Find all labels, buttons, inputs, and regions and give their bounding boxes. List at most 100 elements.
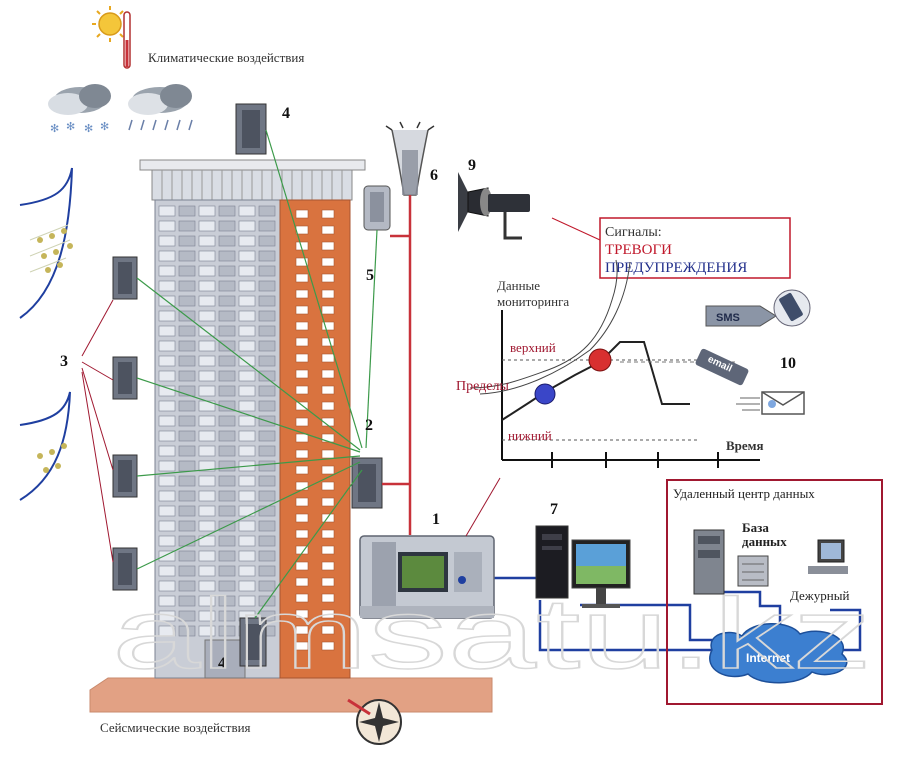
window bbox=[218, 370, 236, 382]
window bbox=[321, 593, 335, 603]
alarm-horn-9 bbox=[458, 172, 530, 240]
window bbox=[198, 565, 216, 577]
window bbox=[198, 580, 216, 592]
window bbox=[238, 340, 256, 352]
window bbox=[178, 205, 196, 217]
window bbox=[295, 369, 309, 379]
window bbox=[178, 505, 196, 517]
window bbox=[258, 475, 276, 487]
window bbox=[218, 220, 236, 232]
window bbox=[198, 295, 216, 307]
window bbox=[295, 625, 309, 635]
window bbox=[295, 417, 309, 427]
window bbox=[238, 295, 256, 307]
window bbox=[158, 370, 176, 382]
sun-thermometer-icon bbox=[92, 6, 131, 69]
window bbox=[258, 610, 276, 622]
window bbox=[295, 465, 309, 475]
window bbox=[258, 265, 276, 277]
window bbox=[295, 561, 309, 571]
window bbox=[295, 609, 309, 619]
remote-data-center-box bbox=[666, 479, 883, 705]
window bbox=[198, 415, 216, 427]
window bbox=[238, 235, 256, 247]
monitoring-label-1: Данные bbox=[497, 278, 540, 293]
window bbox=[158, 475, 176, 487]
monitoring-controller-1 bbox=[359, 535, 495, 619]
number-4-top: 4 bbox=[282, 105, 290, 122]
window bbox=[258, 325, 276, 337]
window bbox=[178, 565, 196, 577]
window bbox=[321, 625, 335, 635]
window bbox=[258, 340, 276, 352]
window bbox=[321, 337, 335, 347]
remote-center-title: Удаленный центр данных bbox=[673, 486, 815, 501]
window bbox=[238, 205, 256, 217]
number-3: 3 bbox=[60, 353, 68, 370]
window bbox=[321, 273, 335, 283]
window bbox=[321, 465, 335, 475]
database-server-icon bbox=[693, 529, 769, 595]
window bbox=[198, 550, 216, 562]
window bbox=[258, 535, 276, 547]
window bbox=[258, 295, 276, 307]
internet-label: Internet bbox=[746, 651, 790, 665]
window bbox=[158, 520, 176, 532]
limits-label: Пределы bbox=[456, 379, 509, 394]
window bbox=[218, 505, 236, 517]
window bbox=[158, 430, 176, 442]
window bbox=[178, 415, 196, 427]
sensor-4-top bbox=[235, 103, 267, 155]
window bbox=[258, 520, 276, 532]
window bbox=[295, 433, 309, 443]
window bbox=[238, 535, 256, 547]
window bbox=[258, 280, 276, 292]
window bbox=[158, 550, 176, 562]
window bbox=[238, 265, 256, 277]
sensor-3-d bbox=[112, 547, 138, 591]
number-1: 1 bbox=[432, 511, 440, 528]
svg-text:✻: ✻ bbox=[84, 123, 93, 135]
window bbox=[238, 400, 256, 412]
window bbox=[295, 337, 309, 347]
window bbox=[178, 340, 196, 352]
number-5: 5 bbox=[366, 267, 374, 284]
sms-text: SMS bbox=[716, 312, 740, 324]
high-rise-building bbox=[139, 159, 366, 679]
window bbox=[198, 610, 216, 622]
sensor-links bbox=[136, 129, 378, 619]
label-3-pointers bbox=[81, 299, 114, 563]
window bbox=[218, 280, 236, 292]
window bbox=[218, 565, 236, 577]
window bbox=[198, 460, 216, 472]
window bbox=[198, 265, 216, 277]
wind-load-curve-lower bbox=[19, 391, 71, 501]
window bbox=[238, 475, 256, 487]
window bbox=[218, 415, 236, 427]
window bbox=[198, 340, 216, 352]
window bbox=[238, 355, 256, 367]
window bbox=[158, 325, 176, 337]
window bbox=[238, 520, 256, 532]
window bbox=[218, 400, 236, 412]
lower-limit-label: нижний bbox=[508, 428, 552, 443]
monitoring-chart bbox=[469, 259, 760, 468]
window bbox=[178, 400, 196, 412]
phone-icon bbox=[773, 289, 811, 327]
window bbox=[178, 595, 196, 607]
window bbox=[295, 641, 309, 651]
window bbox=[238, 220, 256, 232]
window bbox=[238, 565, 256, 577]
window bbox=[158, 580, 176, 592]
window bbox=[238, 415, 256, 427]
window bbox=[321, 209, 335, 219]
controller-chart-link bbox=[465, 477, 501, 537]
window bbox=[198, 355, 216, 367]
window bbox=[218, 235, 236, 247]
sms-icon bbox=[705, 305, 777, 327]
window bbox=[198, 625, 216, 637]
window bbox=[321, 577, 335, 587]
window bbox=[238, 580, 256, 592]
window bbox=[218, 595, 236, 607]
